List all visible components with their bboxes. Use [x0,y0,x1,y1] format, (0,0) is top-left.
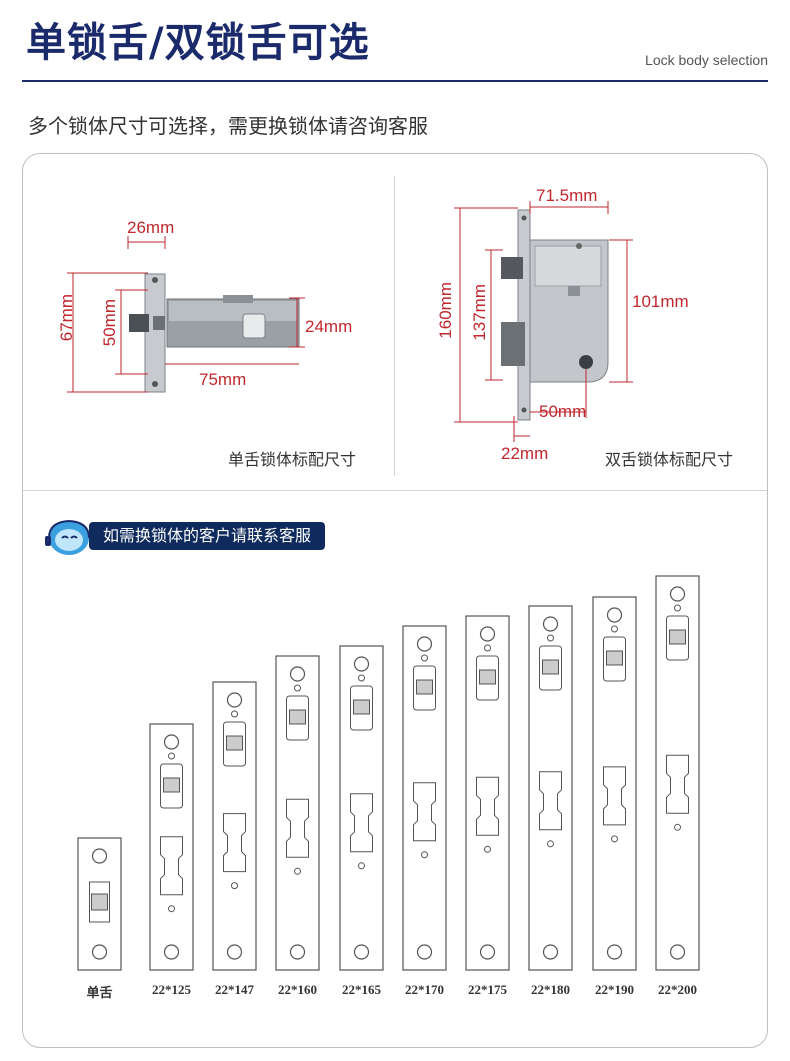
faceplate-label-2: 22*147 [215,982,254,997]
faceplate-9 [655,575,700,971]
faceplate-8 [592,596,637,971]
faceplate-1 [149,723,194,971]
faceplate-label-1: 22*125 [152,982,191,997]
faceplate-6 [465,615,510,971]
dim-depth: 24mm [305,317,353,336]
lock-body-card: 26mm 67mm 50mm 24mm 75mm 单舌锁体标配尺寸 [22,153,768,1048]
faceplate-5 [402,625,447,971]
double-latch-lock-diagram [454,201,633,442]
faceplate-0 [77,837,122,971]
faceplate-4 [339,645,384,971]
faceplate-2 [212,681,257,971]
dim-length: 75mm [199,370,247,389]
title-divider [22,80,768,82]
faceplate-label-3: 22*160 [278,982,317,997]
dim-body-width: 71.5mm [536,186,598,205]
section-divider-vertical [394,176,395,476]
double-latch-caption: 双舌锁体标配尺寸 [605,450,734,469]
dim-faceplate: 22mm [501,444,549,463]
faceplate-label-8: 22*190 [595,982,634,997]
dim-backset: 50mm [539,402,587,421]
faceplate-label-6: 22*175 [468,982,507,997]
dim-right-height: 101mm [632,292,689,311]
faceplate-sizes-diagram [77,575,700,971]
page-title: 单锁舌/双锁舌可选 [26,20,370,66]
dim-width-top: 26mm [127,218,175,237]
section-divider-horizontal [23,490,767,491]
single-latch-lock-diagram [67,236,305,393]
faceplate-label-9: 22*200 [658,982,697,997]
faceplate-label-4: 22*165 [342,982,381,997]
customer-service-icon [45,519,90,555]
single-latch-caption: 单舌锁体标配尺寸 [228,450,357,469]
faceplate-label-7: 22*180 [531,982,570,997]
faceplate-label-5: 22*170 [405,982,444,997]
page-subtitle: 多个锁体尺寸可选择，需更换锁体请咨询客服 [28,114,428,138]
faceplate-label-0: 单舌 [86,985,113,1000]
customer-service-label: 如需换锁体的客户请联系客服 [89,522,326,550]
page-title-english: Lock body selection [645,52,768,68]
faceplate-3 [275,655,320,971]
faceplate-7 [528,605,573,971]
